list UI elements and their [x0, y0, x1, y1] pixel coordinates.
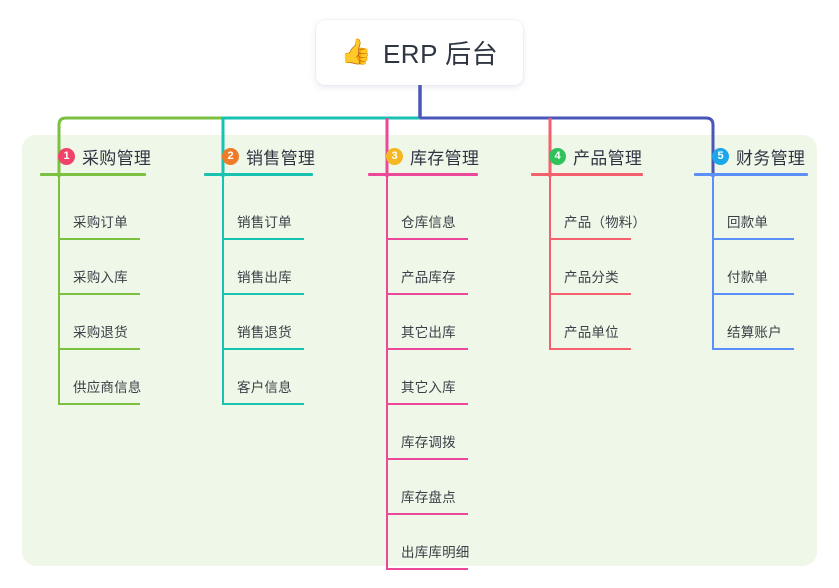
branch-column-2: 2 销售管理销售订单销售出库销售退货客户信息 — [204, 143, 315, 405]
leaf-label: 库存盘点 — [401, 490, 456, 505]
branch-badge-3: 3 — [386, 147, 403, 165]
branch-header-rule-5 — [694, 173, 808, 176]
branch-badge-5: 5 — [712, 147, 729, 165]
branch-spine-5 — [712, 176, 714, 350]
branch-children-5: 回款单付款单结算账户 — [694, 176, 808, 350]
leaf-rule — [222, 403, 304, 405]
branch-badge-4: 4 — [549, 147, 566, 165]
branch-spine-3 — [386, 176, 388, 570]
leaf-rule — [386, 458, 468, 460]
leaf-label: 结算账户 — [727, 325, 782, 340]
leaf-label: 产品库存 — [401, 270, 456, 285]
leaf-label: 供应商信息 — [73, 380, 142, 395]
branch-children-4: 产品（物料） 产品分类产品单位 — [531, 176, 647, 350]
leaf-rule — [712, 348, 794, 350]
leaf-rule — [549, 348, 631, 350]
leaf-rule — [386, 513, 468, 515]
leaf-rule — [222, 293, 304, 295]
leaf-label: 仓库信息 — [401, 215, 456, 230]
leaf-label: 库存调拨 — [401, 435, 456, 450]
leaf-rule — [549, 293, 631, 295]
leaf-label: 产品单位 — [564, 325, 619, 340]
branch-title-5: 财务管理 — [736, 148, 806, 168]
branch-header-4[interactable]: 4 产品管理 — [531, 143, 643, 169]
branch-badge-2: 2 — [222, 147, 239, 165]
branch-children-1: 采购订单采购入库采购退货供应商信息 — [40, 176, 151, 405]
leaf-label: 销售退货 — [237, 325, 292, 340]
leaf-label: 采购退货 — [73, 325, 128, 340]
leaf-label: 出库库明细 — [401, 545, 470, 560]
leaf-rule — [712, 238, 794, 240]
leaf-label: 采购订单 — [73, 215, 128, 230]
leaf-label: 其它入库 — [401, 380, 456, 395]
branch-panel-background — [22, 135, 817, 566]
leaf-rule — [58, 348, 140, 350]
branch-column-1: 1 采购管理采购订单采购入库采购退货供应商信息 — [40, 143, 151, 405]
leaf-rule — [386, 403, 468, 405]
branch-spine-4 — [549, 176, 551, 350]
leaf-rule — [58, 403, 140, 405]
branch-header-1[interactable]: 1 采购管理 — [40, 143, 151, 169]
leaf-rule — [386, 568, 468, 570]
leaf-rule — [58, 293, 140, 295]
leaf-label: 采购入库 — [73, 270, 128, 285]
branch-header-5[interactable]: 5 财务管理 — [694, 143, 808, 169]
root-node[interactable]: 👍 ERP 后台 — [316, 20, 523, 85]
leaf-rule — [222, 348, 304, 350]
leaf-rule — [222, 238, 304, 240]
branch-column-3: 3 库存管理仓库信息产品库存其它出库其它入库库存调拨库存盘点出库库明细 — [368, 143, 479, 570]
leaf-rule — [386, 348, 468, 350]
branch-column-5: 5 财务管理回款单付款单结算账户 — [694, 143, 808, 350]
root-node-title: ERP 后台 — [382, 39, 499, 69]
leaf-label: 付款单 — [727, 270, 769, 285]
branch-children-2: 销售订单销售出库销售退货客户信息 — [204, 176, 315, 405]
branch-spine-2 — [222, 176, 224, 405]
branch-title-3: 库存管理 — [410, 148, 480, 168]
branch-column-4: 4 产品管理产品（物料） 产品分类产品单位 — [531, 143, 647, 350]
leaf-rule — [549, 238, 631, 240]
leaf-label: 回款单 — [727, 215, 769, 230]
leaf-label: 销售订单 — [237, 215, 292, 230]
leaf-label: 产品（物料） — [564, 215, 647, 230]
branch-children-3: 仓库信息产品库存其它出库其它入库库存调拨库存盘点出库库明细 — [368, 176, 479, 570]
branch-badge-1: 1 — [58, 147, 75, 165]
leaf-rule — [386, 238, 468, 240]
leaf-rule — [712, 293, 794, 295]
leaf-label: 销售出库 — [237, 270, 292, 285]
root-node-content: 👍 ERP 后台 — [341, 34, 498, 71]
branch-header-2[interactable]: 2 销售管理 — [204, 143, 315, 169]
leaf-label: 产品分类 — [564, 270, 619, 285]
leaf-rule — [386, 293, 468, 295]
leaf-label: 其它出库 — [401, 325, 456, 340]
branch-header-3[interactable]: 3 库存管理 — [368, 143, 479, 169]
branch-title-4: 产品管理 — [573, 148, 643, 168]
leaf-rule — [58, 238, 140, 240]
branch-spine-1 — [58, 176, 60, 405]
branch-title-2: 销售管理 — [246, 148, 316, 168]
thumbs-up-icon: 👍 — [340, 38, 372, 66]
leaf-label: 客户信息 — [237, 380, 292, 395]
branch-title-1: 采购管理 — [82, 148, 152, 168]
